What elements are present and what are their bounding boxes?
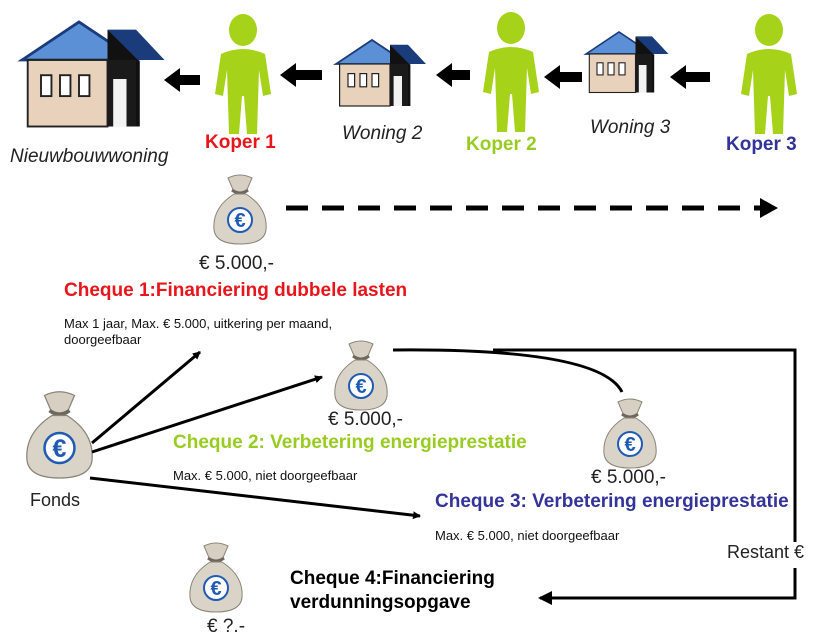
- cheque-4-title-line1: Cheque 4:Financiering: [290, 568, 495, 589]
- amount-right: € 5.000,-: [591, 467, 666, 488]
- cheque-4-title-line2: verdunningsopgave: [290, 592, 471, 613]
- fund-label: Fonds: [30, 490, 81, 510]
- house-label-3: Woning 3: [590, 117, 671, 138]
- house-2-icon: [335, 39, 427, 107]
- new-house-icon: [20, 20, 166, 128]
- cheque-2-desc: Max. € 5.000, niet doorgeefbaar: [173, 468, 358, 483]
- buyer-2-label: Koper 2: [466, 134, 537, 155]
- money-bag-right-icon: [602, 397, 658, 470]
- transfer-curve: [392, 348, 624, 393]
- money-bag-top-icon: [212, 173, 268, 246]
- cheque-3-title: Cheque 3: Verbetering energieprestatie: [435, 491, 789, 512]
- buyer-3-label: Koper 3: [726, 134, 797, 155]
- fund-arrow-cheque2: [91, 375, 323, 454]
- cheque-1-desc-line2: doorgeefbaar: [64, 332, 142, 347]
- fund-arrow-cheque1: [91, 350, 201, 445]
- house-label-new: Nieuwbouwwoning: [10, 146, 169, 167]
- amount-middle: € 5.000,-: [328, 409, 403, 430]
- money-bag-bottom-icon: [188, 541, 244, 614]
- buyer-1-icon: [215, 14, 271, 134]
- buyer-1-label: Koper 1: [205, 132, 276, 153]
- house-label-2: Woning 2: [342, 123, 423, 144]
- money-bag-middle-icon: [333, 339, 389, 412]
- amount-top: € 5.000,-: [199, 253, 274, 274]
- restant-label: Restant €: [727, 542, 805, 562]
- fund-arrow-cheque3: [89, 476, 421, 520]
- house-3-icon: [585, 31, 670, 94]
- cheque-2-title: Cheque 2: Verbetering energieprestatie: [173, 432, 527, 453]
- buyer-2-icon: [483, 12, 539, 132]
- amount-bottom: € ?.-: [207, 616, 246, 637]
- fund-money-bag-icon: [24, 389, 95, 480]
- chain-arrows: [164, 63, 710, 92]
- cheque-1-title: Cheque 1:Financiering dubbele lasten: [64, 280, 408, 301]
- cheque-3-desc: Max. € 5.000, niet doorgeefbaar: [435, 528, 620, 543]
- restant-return-line: [493, 348, 797, 542]
- cheque-1-desc-line1: Max 1 jaar, Max. € 5.000, uitkering per …: [64, 316, 333, 331]
- buyer-3-icon: [741, 14, 797, 134]
